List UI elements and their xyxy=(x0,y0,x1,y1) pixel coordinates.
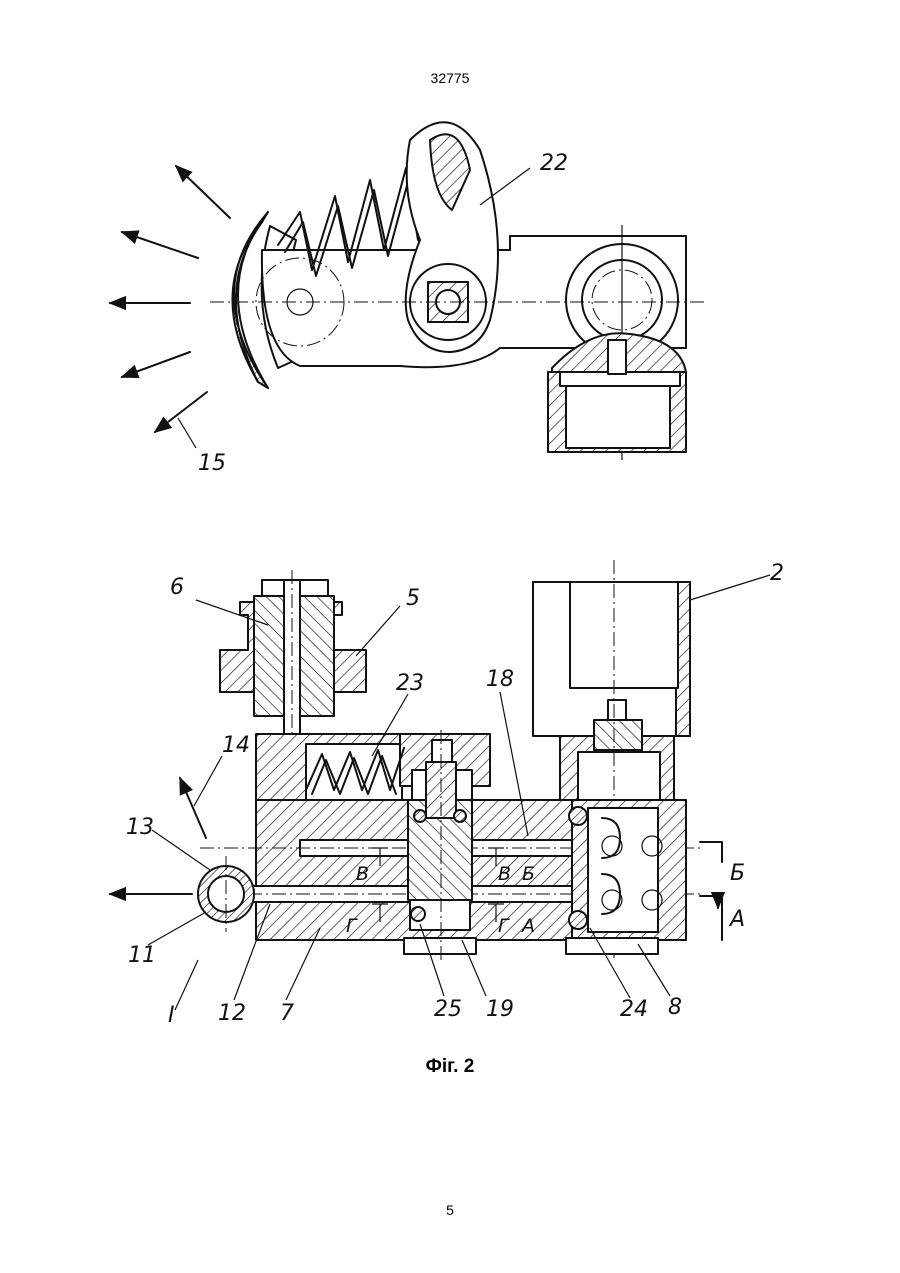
figure-caption: Фіг. 2 xyxy=(350,1056,550,1078)
label-7: 7 xyxy=(280,1001,294,1026)
upper-mechanism xyxy=(110,122,705,460)
label-18: 18 xyxy=(486,667,514,692)
label-15: 15 xyxy=(198,451,226,476)
label-13: 13 xyxy=(126,815,154,840)
mark-v-mid: В xyxy=(498,863,511,885)
spray-arrows xyxy=(110,166,230,448)
label-23: 23 xyxy=(396,671,424,696)
mark-g-left: Г xyxy=(346,915,358,937)
label-24: 24 xyxy=(620,997,648,1022)
section-label-a: А xyxy=(728,907,745,932)
ball-25 xyxy=(411,907,425,921)
mark-v-left: В xyxy=(356,863,369,885)
page-number: 5 xyxy=(400,1202,500,1218)
label-8: 8 xyxy=(668,995,682,1020)
mark-b-mid: Б xyxy=(522,863,535,885)
ball-upper xyxy=(569,807,587,825)
label-25: 25 xyxy=(434,997,462,1022)
ball-24 xyxy=(569,911,587,929)
label-6: 6 xyxy=(170,575,184,600)
section-label-b: Б xyxy=(730,861,745,886)
label-12: 12 xyxy=(218,1001,246,1026)
label-5: 5 xyxy=(406,586,420,611)
label-22: 22 xyxy=(540,151,568,176)
label-14: 14 xyxy=(222,733,250,758)
label-I: I xyxy=(168,1003,175,1028)
label-19: 19 xyxy=(486,997,514,1022)
label-11: 11 xyxy=(128,943,156,968)
mark-g-mid: Г xyxy=(498,915,510,937)
lower-section xyxy=(110,560,770,1010)
label-2: 2 xyxy=(770,561,784,586)
mark-a-mid: А xyxy=(520,915,535,937)
cup-cavity xyxy=(566,386,670,448)
